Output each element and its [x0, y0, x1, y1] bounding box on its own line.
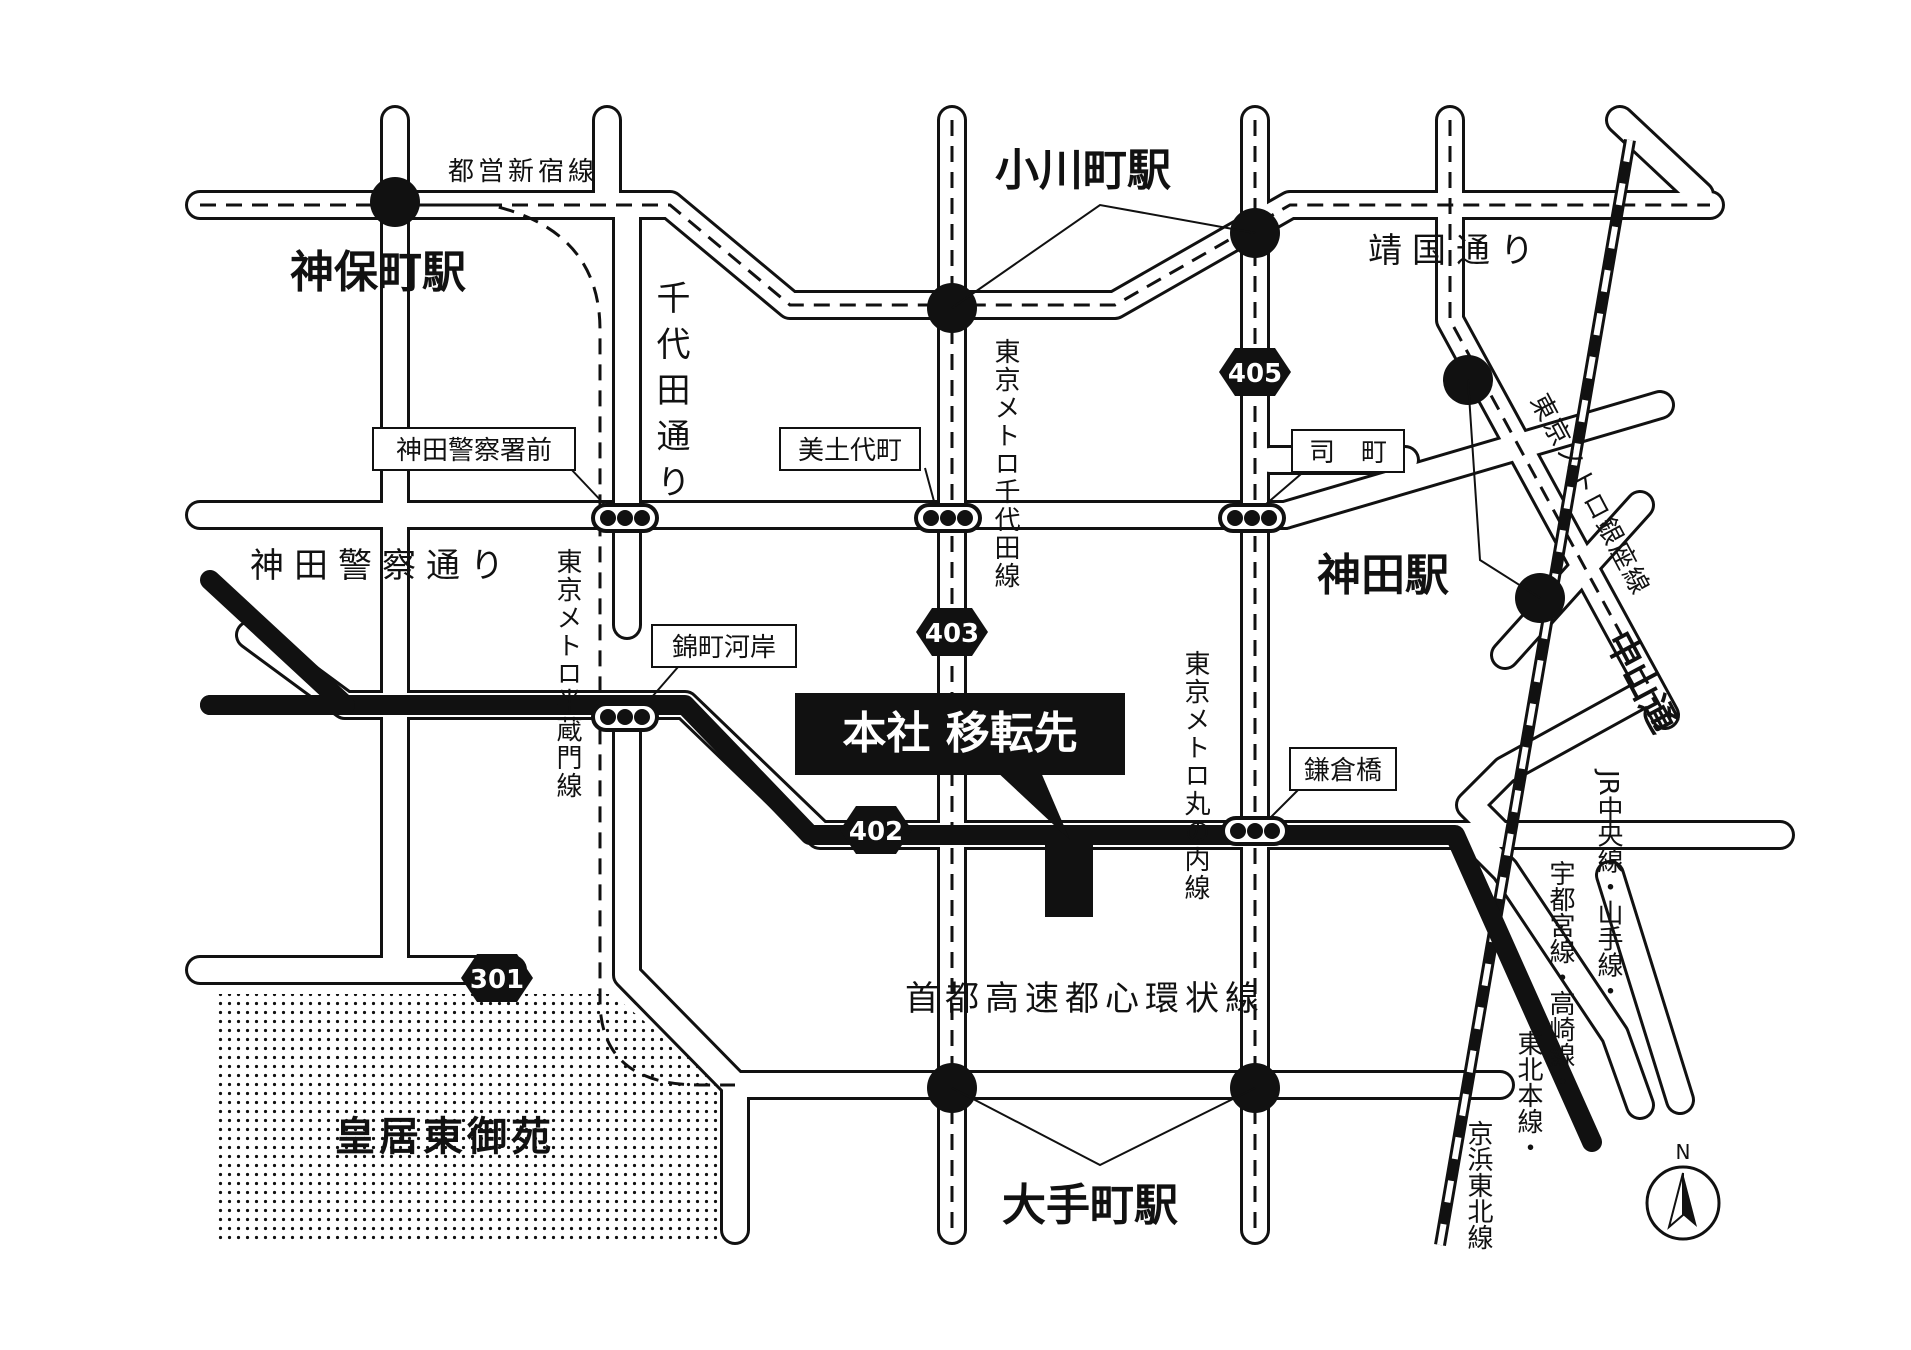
ginza-line-path — [1448, 120, 1667, 716]
label-toei-shinjuku: 都営新宿線 — [448, 157, 598, 187]
box-tsukasa-cho: 司 町 — [1291, 429, 1405, 473]
traffic-light-tsukasa — [1218, 503, 1286, 533]
label-kanda-keisatsu-dori: 神田警察通り — [250, 546, 514, 586]
route-shield-301: 301 — [461, 954, 533, 1002]
label-kokyo-higashi-gyoen: 皇居東御苑 — [335, 1114, 555, 1160]
label-shuto-expressway: 首都高速都心環状線 — [905, 979, 1265, 1019]
hq-callout: 本社 移転先 — [795, 693, 1125, 840]
station-markers — [370, 177, 1565, 1113]
svg-text:司 町: 司 町 — [1309, 438, 1387, 468]
shuto-expressway-branch — [200, 570, 355, 715]
traffic-light-kanda-keisatsusho — [591, 503, 659, 533]
hq-building-marker — [1045, 845, 1093, 917]
route-shield-402: 402 — [840, 806, 912, 854]
label-otemachi-station: 大手町駅 — [1002, 1180, 1178, 1231]
traffic-lights — [591, 503, 1289, 846]
route-shield-403: 403 — [916, 608, 988, 656]
svg-text:美土代町: 美土代町 — [798, 436, 902, 466]
box-kamakura-bashi: 鎌倉橋 — [1289, 747, 1397, 791]
label-ogawamachi-station: 小川町駅 — [995, 145, 1171, 196]
svg-text:405: 405 — [1228, 359, 1282, 389]
traffic-light-nishikicho — [591, 702, 659, 732]
route-shield-405: 405 — [1219, 348, 1291, 396]
svg-text:錦町河岸: 錦町河岸 — [672, 633, 776, 663]
traffic-light-mitoshiro — [914, 503, 982, 533]
label-yasukuni-dori: 靖国通り — [1368, 231, 1544, 271]
box-mitoshiro-cho: 美土代町 — [779, 427, 921, 471]
label-chiyoda-dori: 千代田通り — [650, 280, 690, 510]
svg-text:301: 301 — [470, 965, 524, 995]
jr-railway — [1434, 138, 1636, 1247]
label-jimbocho-station: 神保町駅 — [290, 247, 466, 298]
compass-north-label: N — [1676, 1140, 1691, 1164]
label-jr-line-1: JR中央線・山手線・ — [1593, 768, 1623, 1004]
box-kanda-keisatsusho-mae: 神田警察署前 — [372, 427, 576, 471]
svg-text:402: 402 — [849, 817, 903, 847]
box-nishikicho-kashi: 錦町河岸 — [651, 624, 797, 668]
traffic-light-kamakura — [1221, 816, 1289, 846]
hanzomon-line-path — [395, 203, 735, 1087]
label-jr-line-3: 東北本線・ — [1513, 1030, 1543, 1160]
label-metro-chiyoda: 東京メトロ千代田線 — [990, 338, 1020, 590]
svg-text:神田警察署前: 神田警察署前 — [396, 436, 552, 466]
label-kanda-station: 神田駅 — [1317, 550, 1449, 601]
station-leader-lines — [951, 203, 1541, 1167]
label-metro-marunouchi: 東京メトロ丸の内線 — [1180, 650, 1210, 902]
svg-text:本社 移転先: 本社 移転先 — [842, 708, 1077, 759]
label-jr-line-2: 宇都宮線・高崎線・ — [1545, 860, 1575, 1094]
label-jr-line-4: 京浜東北線 — [1463, 1120, 1493, 1250]
compass: N — [1645, 1140, 1721, 1241]
imperial-garden-area — [215, 994, 720, 1240]
shuto-expressway-path — [200, 695, 1602, 1152]
label-metro-hanzomon: 東京メトロ半蔵門線 — [552, 548, 582, 800]
station-dot-jimbocho — [370, 177, 420, 227]
svg-text:403: 403 — [925, 619, 979, 649]
svg-text:鎌倉橋: 鎌倉橋 — [1304, 756, 1382, 786]
